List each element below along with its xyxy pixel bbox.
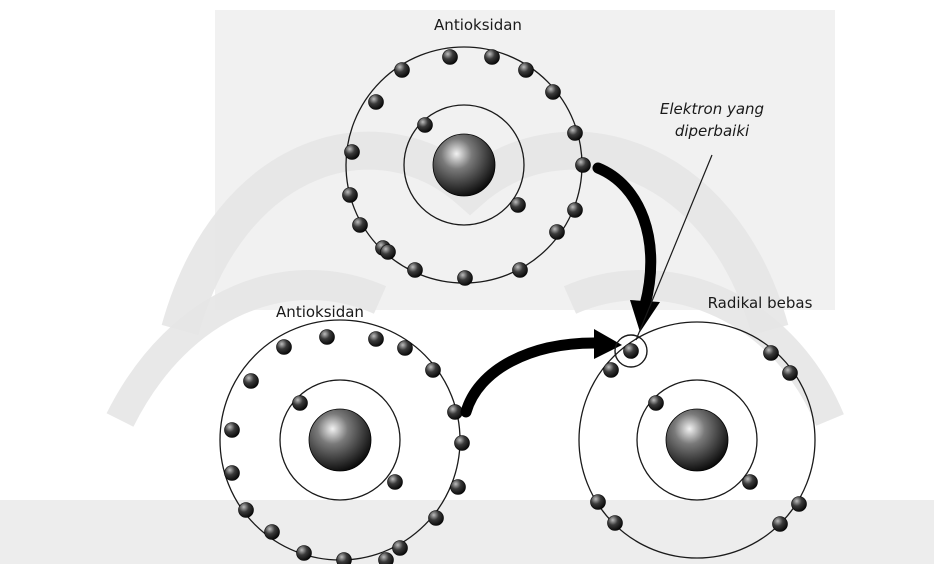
outer-electron xyxy=(513,263,528,278)
nucleus xyxy=(666,409,728,471)
outer-electron xyxy=(608,516,623,531)
outer-electron xyxy=(353,218,368,233)
outer-electron xyxy=(604,363,619,378)
inner-electron xyxy=(418,118,433,133)
outer-electron xyxy=(393,541,408,556)
outer-electron xyxy=(429,511,444,526)
outer-electron xyxy=(546,85,561,100)
outer-electron xyxy=(458,271,473,286)
outer-electron xyxy=(591,495,606,510)
outer-electron xyxy=(398,341,413,356)
outer-electron xyxy=(369,95,384,110)
outer-electron xyxy=(320,330,335,345)
transfer-arrow-left-head xyxy=(594,329,622,359)
outer-electron xyxy=(225,423,240,438)
transfer-arrow-left xyxy=(466,343,598,412)
outer-electron xyxy=(783,366,798,381)
transfer-arrow-top-head xyxy=(630,300,660,332)
outer-electron xyxy=(277,340,292,355)
outer-electron xyxy=(773,517,788,532)
outer-electron xyxy=(568,126,583,141)
label-repaired-electron-line2: diperbaiki xyxy=(675,122,750,140)
outer-electron xyxy=(764,346,779,361)
outer-electron xyxy=(448,405,463,420)
outer-electron xyxy=(519,63,534,78)
repaired-electron-ball xyxy=(624,344,639,359)
outer-electron xyxy=(576,158,591,173)
label-repaired-electron-line1: Elektron yang xyxy=(660,100,764,118)
outer-electron xyxy=(239,503,254,518)
label-free-radical: Radikal bebas xyxy=(708,294,813,312)
repaired-electron xyxy=(624,344,639,359)
outer-electron xyxy=(550,225,565,240)
outer-electron xyxy=(381,245,396,260)
outer-electron xyxy=(369,332,384,347)
outer-electron xyxy=(343,188,358,203)
inner-electron xyxy=(743,475,758,490)
outer-electron xyxy=(225,466,240,481)
outer-electron xyxy=(426,363,441,378)
outer-electron xyxy=(568,203,583,218)
outer-electron xyxy=(485,50,500,65)
outer-electron xyxy=(395,63,410,78)
outer-electron xyxy=(443,50,458,65)
outer-electron xyxy=(408,263,423,278)
inner-electron xyxy=(649,396,664,411)
outer-electron xyxy=(297,546,312,561)
inner-electron xyxy=(511,198,526,213)
outer-electron xyxy=(345,145,360,160)
outer-electron xyxy=(244,374,259,389)
watermark-background xyxy=(0,10,934,564)
nucleus xyxy=(433,134,495,196)
nucleus xyxy=(309,409,371,471)
label-antioxidant-left: Antioksidan xyxy=(276,303,364,321)
outer-electron xyxy=(455,436,470,451)
inner-electron xyxy=(388,475,403,490)
inner-electron xyxy=(293,396,308,411)
label-antioxidant-top: Antioksidan xyxy=(434,16,522,34)
outer-electron xyxy=(792,497,807,512)
outer-electron xyxy=(451,480,466,495)
outer-electron xyxy=(265,525,280,540)
